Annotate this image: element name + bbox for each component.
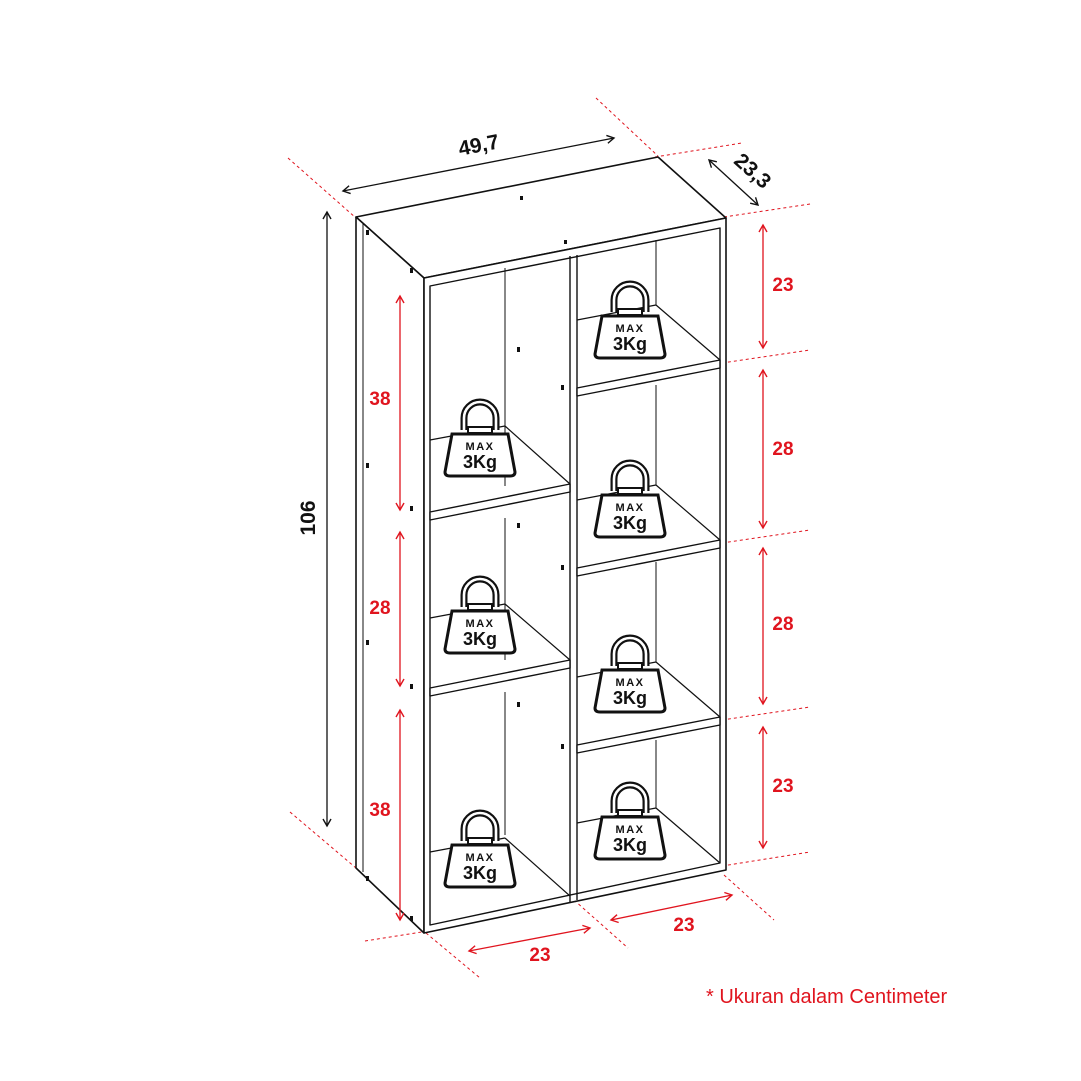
weight-max-label: MAX: [616, 323, 645, 335]
weight-badge: MAX 3Kg: [445, 579, 515, 653]
weight-max-label: MAX: [616, 677, 645, 689]
bottom-width-label-2: 23: [673, 915, 694, 936]
footnote: * Ukuran dalam Centimeter: [706, 986, 948, 1008]
bottom-width-label-1: 23: [529, 945, 550, 966]
shelf-side-panel: [355, 216, 425, 934]
width-arrow: [341, 134, 616, 195]
depth-arrow: [707, 159, 760, 206]
weight-value: 3Kg: [463, 452, 497, 472]
weight-value: 3Kg: [613, 835, 647, 855]
weight-value: 3Kg: [463, 629, 497, 649]
weight-badges: MAX 3Kg MAX 3Kg MAX 3Kg MAX 3Kg MAX 3Kg …: [445, 284, 665, 887]
weight-max-label: MAX: [466, 441, 495, 453]
right-height-label-3: 28: [772, 614, 793, 635]
weight-badge: MAX 3Kg: [445, 813, 515, 887]
weight-max-label: MAX: [616, 502, 645, 514]
right-height-label-2: 28: [772, 439, 793, 460]
left-height-label-2: 28: [369, 598, 390, 619]
overall-dimensions: [322, 134, 760, 828]
depth-label: 23,3: [729, 149, 775, 193]
right-height-label-1: 23: [772, 275, 793, 296]
weight-value: 3Kg: [613, 688, 647, 708]
weight-badge: MAX 3Kg: [595, 638, 665, 712]
left-height-label-1: 38: [369, 389, 390, 410]
weight-value: 3Kg: [613, 334, 647, 354]
weight-max-label: MAX: [616, 824, 645, 836]
weight-max-label: MAX: [466, 852, 495, 864]
shelf-unit: [355, 156, 727, 934]
weight-badge: MAX 3Kg: [445, 402, 515, 476]
shelf-front-frame: [423, 217, 727, 934]
weight-badge: MAX 3Kg: [595, 284, 665, 358]
section-dimension-arrows: [395, 223, 768, 955]
height-label: 106: [297, 500, 320, 535]
weight-value: 3Kg: [613, 513, 647, 533]
weight-badge: MAX 3Kg: [595, 785, 665, 859]
weight-max-label: MAX: [466, 618, 495, 630]
width-label: 49,7: [457, 130, 502, 160]
weight-value: 3Kg: [463, 863, 497, 883]
right-height-label-4: 23: [772, 776, 793, 797]
left-height-label-3: 38: [369, 800, 390, 821]
weight-badge: MAX 3Kg: [595, 463, 665, 537]
